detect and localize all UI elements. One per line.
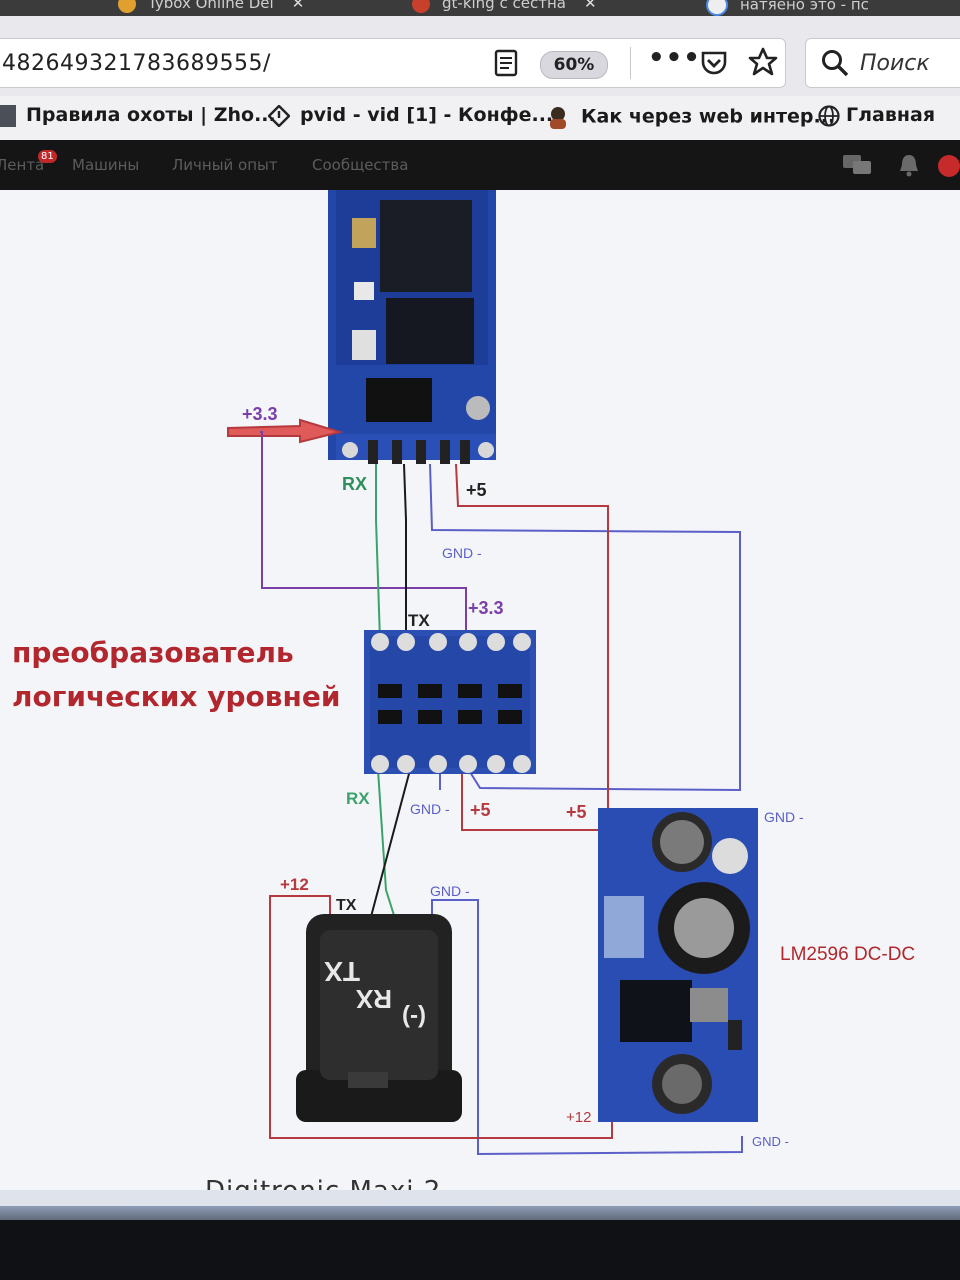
url-bar[interactable]: 482649321783689555/ 60% ••• xyxy=(0,38,786,88)
tab-3[interactable]: натяено это - пс xyxy=(706,0,869,16)
converter-title-line-1: преобразователь xyxy=(12,636,294,669)
close-tab-icon[interactable]: ✕ xyxy=(291,0,305,12)
nav-bar: 482649321783689555/ 60% ••• Поиск xyxy=(0,16,960,96)
nav-item-experience[interactable]: Личный опыт xyxy=(172,156,278,174)
wire-gnd-top xyxy=(429,463,741,792)
chat-icon[interactable] xyxy=(842,154,872,176)
bookmark-label: Как через web интер... xyxy=(581,105,836,128)
label-5v-top: +5 xyxy=(466,480,487,500)
monitor-bezel xyxy=(0,1220,960,1280)
label-gnd-top: GND - xyxy=(442,545,482,561)
nav-item-cars[interactable]: Машины xyxy=(72,156,140,174)
wiring-diagram: +3.3 RX +5 GND - TX +3.3 RX GND - +5 +5 … xyxy=(227,190,915,1156)
url-text[interactable]: 482649321783689555/ xyxy=(2,51,271,76)
search-input[interactable]: Поиск xyxy=(805,38,960,88)
lm2596-label: LM2596 DC-DC xyxy=(780,944,915,965)
bookmark-item[interactable]: Как через web интер... xyxy=(545,104,835,130)
label-tx-mid: TX xyxy=(408,611,430,630)
bookmark-item[interactable]: Правила охоты | Zho... xyxy=(0,104,276,127)
zhihu-icon xyxy=(0,104,16,127)
close-tab-icon[interactable]: ✕ xyxy=(583,0,597,12)
bookmark-label: pvid - vid [1] - Конфе... xyxy=(300,104,554,126)
tab-2-title: gt-king с сестна xyxy=(442,0,566,12)
label-3v3-mid: +3.3 xyxy=(468,598,504,618)
search-placeholder: Поиск xyxy=(860,51,930,76)
label-rx-top: RX xyxy=(342,474,367,494)
connector-minus-label: (-) xyxy=(402,1004,426,1031)
tab-1[interactable]: Tybox Online Dei ✕ xyxy=(118,0,304,16)
label-tx-low: TX xyxy=(336,897,357,914)
bookmark-label: Главная xyxy=(846,104,936,126)
label-3v3-top: +3.3 xyxy=(242,404,278,424)
reader-view-icon[interactable] xyxy=(493,49,519,77)
label-gnd-right: GND - xyxy=(764,809,804,825)
label-gnd-bottom: GND - xyxy=(752,1134,789,1149)
bookmark-item[interactable]: Главная xyxy=(818,104,935,127)
label-12v-left: +12 xyxy=(280,875,309,894)
connector-tx-label: TX xyxy=(324,956,360,987)
site-header: Лента 81 Машины Личный опыт Сообщества xyxy=(0,140,960,190)
bell-icon[interactable] xyxy=(898,153,920,177)
wire-tx-low xyxy=(367,769,411,929)
notification-badge: 81 xyxy=(38,150,57,163)
tab-bar: Tybox Online Dei ✕ gt-king с сестна ✕ натя… xyxy=(0,0,960,16)
avatar-icon xyxy=(550,107,566,129)
page-actions-menu-icon[interactable]: ••• xyxy=(648,43,701,73)
bookmark-item[interactable]: pvid - vid [1] - Конфе... xyxy=(268,104,553,127)
label-gnd-low: GND - xyxy=(430,883,470,899)
wire-rx-top xyxy=(375,464,381,641)
user-avatar[interactable] xyxy=(938,155,960,177)
globe-icon xyxy=(818,104,840,127)
tab-1-title: Tybox Online Dei xyxy=(148,0,274,12)
search-icon xyxy=(822,50,849,77)
wire-5v xyxy=(455,463,609,810)
nav-item-feed[interactable]: Лента xyxy=(0,156,45,174)
tab-2[interactable]: gt-king с сестна ✕ xyxy=(412,0,597,16)
bookmark-label: Правила охоты | Zho... xyxy=(26,104,276,126)
wire-gnd-low xyxy=(431,899,743,1156)
tab-favicon-icon xyxy=(412,0,430,13)
wire-12v xyxy=(269,895,613,1139)
zoom-level-button[interactable]: 60% xyxy=(540,51,608,79)
label-gnd-mid: GND - xyxy=(410,801,450,817)
label-5v-mid: +5 xyxy=(470,800,491,820)
label-rx-mid: RX xyxy=(346,789,370,808)
wire-3v3 xyxy=(260,431,467,640)
digitronic-connector xyxy=(296,914,462,1122)
tab-favicon-icon xyxy=(118,0,136,13)
pocket-icon[interactable] xyxy=(700,49,728,77)
divider xyxy=(630,47,631,79)
label-5v-right: +5 xyxy=(566,802,587,822)
bookmarks-bar: Правила охоты | Zho... pvid - vid [1] - … xyxy=(0,96,960,141)
diamond-icon xyxy=(268,104,290,127)
converter-title-line-2: логических уровней xyxy=(12,680,341,713)
diagram-canvas: +3.3 RX +5 GND - TX +3.3 RX GND - +5 +5 … xyxy=(0,190,960,1190)
lm2596-module xyxy=(598,808,758,1122)
bluetooth-module xyxy=(328,190,496,464)
level-converter-board xyxy=(364,630,536,774)
nav-item-communities[interactable]: Сообщества xyxy=(312,156,409,174)
connector-rx-label: RX xyxy=(355,984,392,1014)
label-12v-bottom: +12 xyxy=(566,1109,591,1126)
wires xyxy=(260,431,743,1156)
arrow-icon xyxy=(227,418,344,444)
tab-3-title: натяено это - пс xyxy=(740,0,869,14)
google-icon xyxy=(706,0,728,16)
wire-tx-top xyxy=(403,463,407,640)
bookmark-star-icon[interactable] xyxy=(748,47,778,77)
